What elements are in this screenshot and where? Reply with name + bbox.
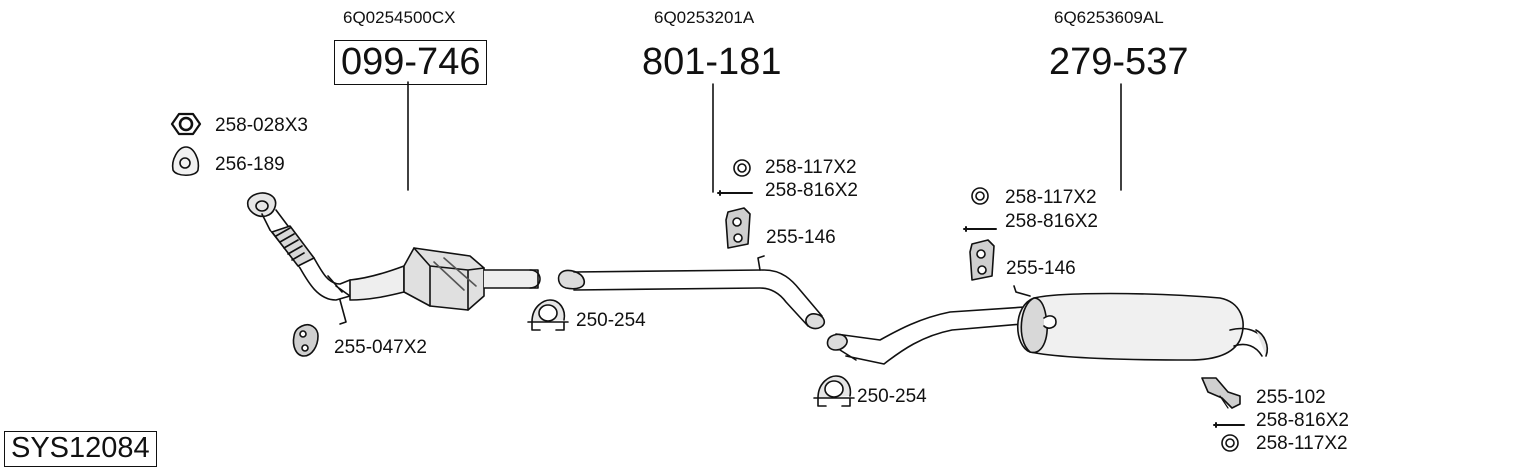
part-code-middle-pipe[interactable]: 801-181 bbox=[642, 41, 782, 83]
front-mount-icon bbox=[292, 323, 319, 357]
mount-mid-icon bbox=[725, 207, 751, 249]
label-bolt-rear[interactable]: 258-816X2 bbox=[1005, 211, 1098, 232]
oem-number-catalytic: 6Q0254500CX bbox=[343, 8, 456, 27]
label-mount-front[interactable]: 255-047X2 bbox=[334, 337, 427, 358]
ring-rear-icon bbox=[971, 187, 989, 205]
clamp-rear-icon bbox=[813, 375, 855, 407]
bolt-mid-icon bbox=[717, 190, 753, 196]
rear-silencer bbox=[1013, 285, 1269, 361]
label-mount-rear[interactable]: 255-146 bbox=[1006, 258, 1076, 279]
label-bracket-tail[interactable]: 255-102 bbox=[1256, 387, 1326, 408]
nut-icon bbox=[170, 112, 202, 136]
label-mount-mid[interactable]: 255-146 bbox=[766, 227, 836, 248]
rear-pipe bbox=[826, 305, 1047, 365]
clamp-front-icon bbox=[527, 299, 569, 331]
label-bolt-tail[interactable]: 258-816X2 bbox=[1256, 410, 1349, 431]
ring-mid-icon bbox=[733, 159, 751, 177]
mount-rear-icon bbox=[969, 239, 995, 281]
catalytic-converter bbox=[349, 247, 541, 311]
label-clamp-rear[interactable]: 250-254 bbox=[857, 386, 927, 407]
bolt-rear-icon bbox=[963, 226, 997, 232]
label-gasket[interactable]: 256-189 bbox=[215, 154, 285, 175]
middle-pipe bbox=[557, 255, 826, 330]
part-code-catalytic[interactable]: 099-746 bbox=[334, 40, 488, 85]
bolt-tail-icon bbox=[1213, 422, 1245, 428]
label-ring-rear[interactable]: 258-117X2 bbox=[1005, 187, 1097, 208]
front-downpipe bbox=[246, 192, 351, 325]
oem-number-middle-pipe: 6Q0253201A bbox=[654, 8, 755, 27]
label-ring-mid[interactable]: 258-117X2 bbox=[765, 157, 857, 178]
label-clamp-front[interactable]: 250-254 bbox=[576, 310, 646, 331]
bracket-tail-icon bbox=[1201, 377, 1241, 409]
oem-number-rear-silencer: 6Q6253609AL bbox=[1054, 8, 1164, 27]
ring-tail-icon bbox=[1221, 434, 1239, 452]
gasket-icon bbox=[171, 146, 200, 177]
label-ring-tail[interactable]: 258-117X2 bbox=[1256, 433, 1348, 454]
part-code-rear-silencer[interactable]: 279-537 bbox=[1049, 41, 1189, 83]
system-id-label: SYS12084 bbox=[4, 431, 157, 467]
label-bolt-mid[interactable]: 258-816X2 bbox=[765, 180, 858, 201]
label-nut[interactable]: 258-028X3 bbox=[215, 115, 308, 136]
